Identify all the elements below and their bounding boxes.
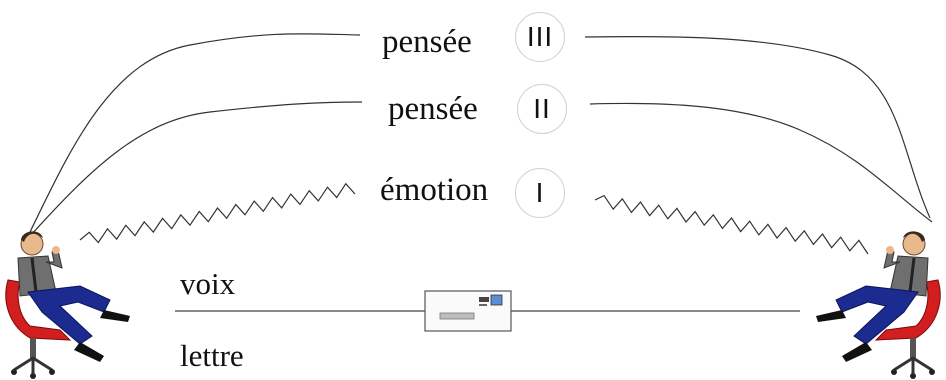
level-2-label: pensée <box>388 91 478 127</box>
envelope-icon <box>424 290 512 332</box>
left-person-icon <box>5 231 130 379</box>
level-1-numeral: I <box>535 177 545 208</box>
channel-top-label: voix <box>180 266 236 301</box>
level-3-numeral: III <box>526 21 554 52</box>
level-1-label: émotion <box>380 172 489 208</box>
level-2-numeral: II <box>533 93 551 124</box>
level-3-label: pensée <box>382 24 472 60</box>
arc-level-3-left <box>29 33 361 233</box>
arc-level-2-right <box>589 102 933 223</box>
wave-level-1-right <box>594 194 869 255</box>
wave-level-1-left <box>79 182 356 244</box>
arc-level-2-left <box>29 101 363 237</box>
level-3-numeral-circle: III <box>515 12 565 62</box>
channel-bottom-label: lettre <box>180 338 244 373</box>
arc-level-3-right <box>584 35 931 219</box>
level-1-numeral-circle: I <box>515 168 565 218</box>
level-2-numeral-circle: II <box>517 84 567 134</box>
right-person-icon <box>816 231 941 379</box>
